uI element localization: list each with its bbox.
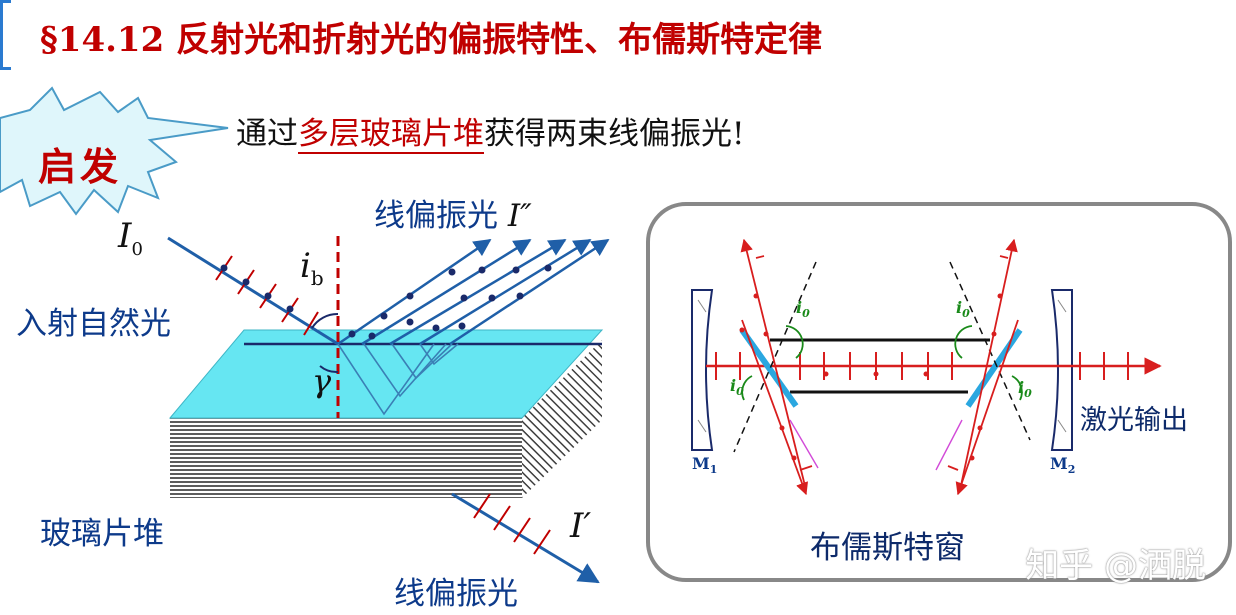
intro-sentence: 通过多层玻璃片堆获得两束线偏振光! bbox=[236, 108, 745, 154]
angle-i0-label-1: i0 bbox=[796, 298, 810, 321]
title-left-bracket bbox=[0, 0, 11, 70]
angle-i0-arcs bbox=[741, 325, 1023, 401]
glass-stack-label: 玻璃片堆 bbox=[40, 516, 164, 552]
page-title: §14.12 反射光和折射光的偏振特性、布儒斯特定律 bbox=[40, 20, 823, 60]
left-reflect-up bbox=[740, 238, 807, 491]
right-reflect-down bbox=[955, 319, 1019, 496]
side-ray-dots bbox=[739, 293, 1003, 461]
angle-i0-label-4: i0 bbox=[1018, 378, 1032, 401]
angle-ib-arc bbox=[311, 312, 339, 329]
badge-label: 启发 bbox=[38, 144, 123, 189]
reflected-dots bbox=[348, 264, 552, 340]
intro-highlight: 多层玻璃片堆 bbox=[298, 116, 484, 154]
mirror-hatches bbox=[697, 299, 1067, 433]
incident-intensity-label: I0 bbox=[118, 216, 143, 260]
glass-stack-side bbox=[522, 340, 602, 498]
reflected-light-label: 线偏振光 I″ bbox=[374, 198, 532, 234]
transmitted-intensity-label: I′ bbox=[570, 506, 592, 546]
mirror-m1-label: M1 bbox=[692, 454, 718, 477]
laser-output-label: 激光输出 bbox=[1080, 405, 1188, 436]
watermark: 知乎 @洒脱 bbox=[1025, 546, 1206, 586]
glass-stack-front bbox=[170, 418, 522, 498]
transmitted-light-label: 线偏振光 bbox=[394, 576, 518, 612]
mirror-m2 bbox=[1050, 289, 1073, 451]
glass-stack-top bbox=[168, 329, 604, 419]
normal-left bbox=[733, 261, 817, 453]
right-magenta bbox=[935, 419, 963, 471]
brewster-angle-label: ib bbox=[300, 246, 324, 290]
refraction-angle-label: γ bbox=[312, 362, 332, 400]
laser-axis-dots bbox=[823, 371, 929, 377]
brewster-window-caption: 布儒斯特窗 bbox=[810, 530, 965, 566]
reflected-rays bbox=[337, 238, 610, 346]
left-reflect-down bbox=[741, 319, 808, 496]
transmitted-polarization-marks bbox=[473, 493, 551, 555]
left-magenta bbox=[789, 419, 819, 469]
angle-i0-label-2: i0 bbox=[956, 298, 970, 321]
angle-gamma-arc bbox=[319, 365, 339, 374]
incident-dots bbox=[220, 264, 294, 313]
brewster-window-right bbox=[965, 328, 1023, 408]
starburst-badge bbox=[0, 86, 229, 216]
mirror-m2-label: M2 bbox=[1050, 454, 1076, 477]
right-reflect-up bbox=[959, 238, 1018, 491]
transmitted-ray bbox=[451, 492, 600, 584]
intro-suffix: 获得两束线偏振光! bbox=[484, 116, 745, 152]
incident-light-label: 入射自然光 bbox=[16, 306, 171, 342]
refracted-rays bbox=[337, 343, 459, 416]
side-ray-ticks bbox=[755, 255, 1009, 471]
angle-i0-label-3: i0 bbox=[730, 376, 744, 399]
mirror-m1 bbox=[691, 289, 714, 451]
intro-prefix: 通过 bbox=[236, 116, 298, 152]
